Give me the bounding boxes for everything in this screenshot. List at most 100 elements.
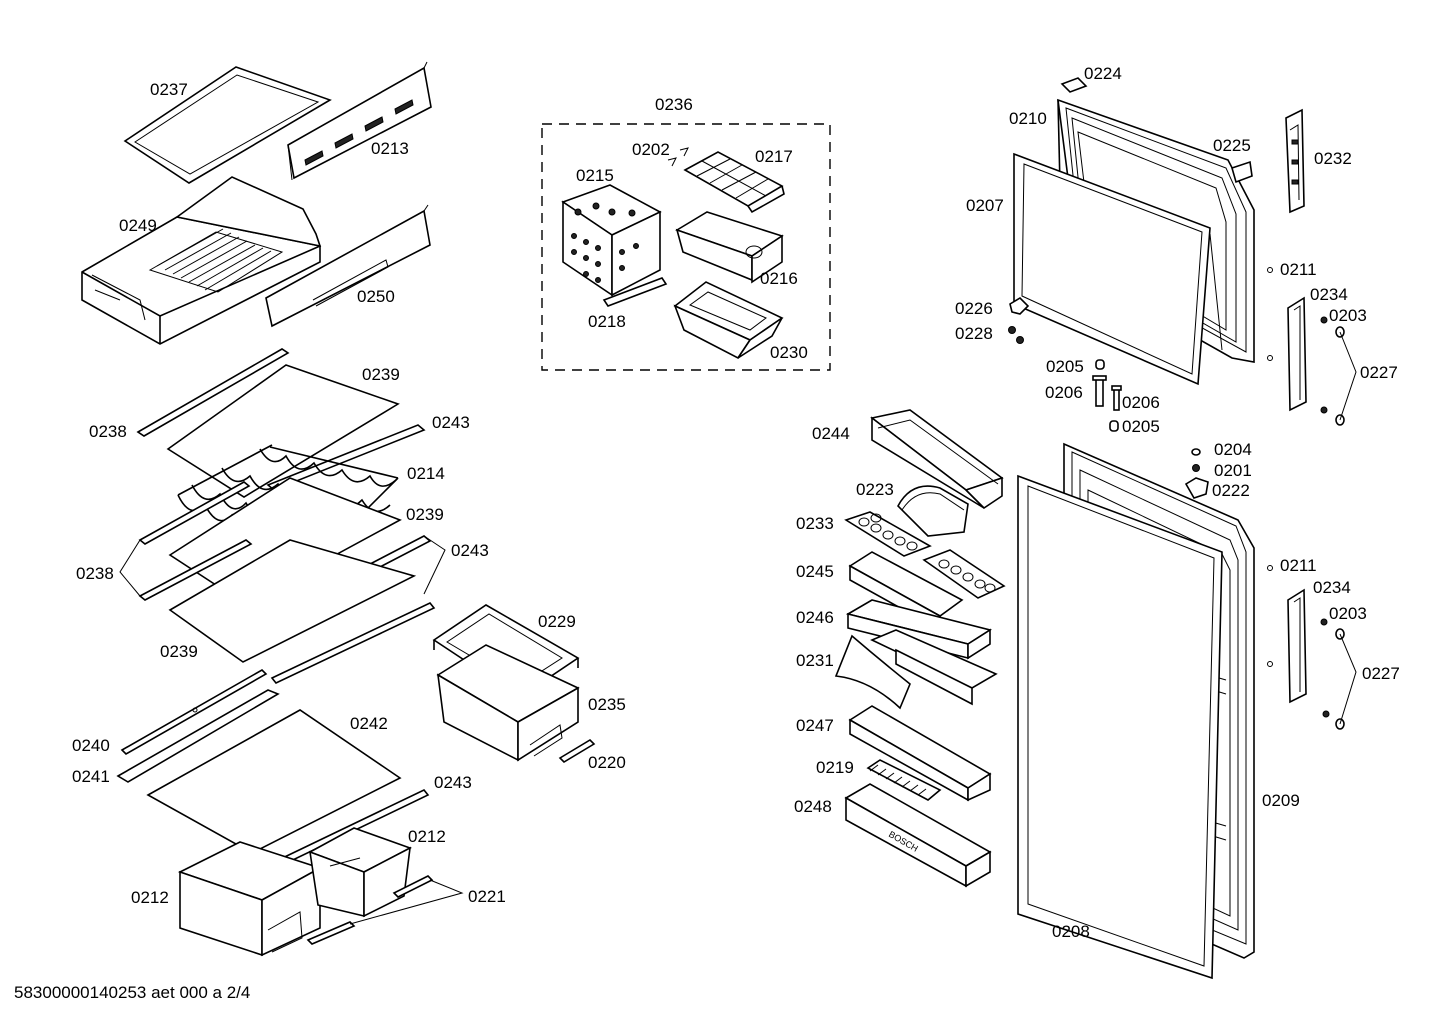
label-0213: 0213	[371, 139, 409, 158]
part-0237-shelf-frame	[123, 66, 332, 184]
label-0234-upper: 0234	[1310, 285, 1348, 304]
part-0238-shelf-trim-left	[138, 481, 253, 601]
part-0221-pins	[306, 875, 434, 945]
part-0247-door-shelf	[848, 705, 992, 802]
part-0233-egg-tray-right	[922, 549, 1006, 599]
part-0230-ice-bin	[673, 281, 784, 360]
part-0223-butter-lid	[897, 485, 969, 537]
label-0209: 0209	[1262, 791, 1300, 810]
part-0239-glass-shelf-3	[168, 539, 417, 663]
label-0244: 0244	[812, 424, 850, 443]
label-0246: 0246	[796, 608, 834, 627]
part-0228-screws	[1008, 326, 1024, 344]
label-0237: 0237	[150, 80, 188, 99]
label-0222: 0222	[1212, 481, 1250, 500]
label-0247: 0247	[796, 716, 834, 735]
label-0248: 0248	[794, 797, 832, 816]
part-0202-clip	[667, 147, 689, 167]
label-0231: 0231	[796, 651, 834, 670]
part-0208-fridge-gasket	[1017, 474, 1223, 980]
label-0243-third: 0243	[434, 773, 472, 792]
part-0212-vegetable-bin-right	[308, 827, 412, 918]
label-0219: 0219	[816, 758, 854, 777]
label-0250: 0250	[357, 287, 395, 306]
part-0204-washer	[1191, 448, 1201, 456]
label-0224: 0224	[1084, 64, 1122, 83]
label-0241: 0241	[72, 767, 110, 786]
label-0226: 0226	[955, 299, 993, 318]
label-0214: 0214	[407, 464, 445, 483]
part-0243-lower-trim	[270, 602, 436, 684]
part-0205-bushing-upper	[1095, 359, 1105, 370]
part-0203-screws-upper	[1320, 316, 1328, 414]
part-0232-hinge	[1285, 108, 1305, 214]
label-0239-middle: 0239	[406, 505, 444, 524]
label-0204: 0204	[1214, 440, 1252, 459]
label-0230: 0230	[770, 343, 808, 362]
label-0238-left: 0238	[76, 564, 114, 583]
part-0233-egg-tray-left	[844, 511, 932, 557]
label-0201: 0201	[1214, 461, 1252, 480]
label-0220: 0220	[588, 753, 626, 772]
part-0205-bushing-lower	[1109, 420, 1119, 432]
part-0234-handle-lower	[1287, 588, 1307, 704]
part-0231-bottle-shelf	[834, 629, 998, 710]
label-0228: 0228	[955, 324, 993, 343]
part-0222-hinge-block	[1184, 477, 1209, 499]
label-0205-upper: 0205	[1046, 357, 1084, 376]
part-0203-screws-lower	[1320, 618, 1330, 718]
label-0203-lower: 0203	[1329, 604, 1367, 623]
part-0236-freezer-assembly-box	[541, 123, 831, 371]
label-0202: 0202	[632, 140, 670, 159]
label-0208: 0208	[1052, 922, 1090, 941]
label-0243-first: 0243	[432, 413, 470, 432]
part-0206-hinge-pin-right	[1111, 385, 1122, 411]
part-0213-rear-panel	[287, 61, 432, 181]
label-0229: 0229	[538, 612, 576, 631]
label-0210: 0210	[1009, 109, 1047, 128]
part-0244-door-shelf	[870, 409, 1004, 510]
label-0206-right: 0206	[1122, 393, 1160, 412]
label-0212-left: 0212	[131, 888, 169, 907]
label-0236: 0236	[655, 95, 693, 114]
label-0227-upper: 0227	[1360, 363, 1398, 382]
part-0239-glass-shelf-1	[166, 364, 400, 498]
part-0212-vegetable-bin-left	[177, 841, 323, 957]
label-0242: 0242	[350, 714, 388, 733]
part-0225-cover	[1231, 160, 1253, 184]
label-0233: 0233	[796, 514, 834, 533]
part-0220-pin	[558, 738, 596, 764]
label-0245: 0245	[796, 562, 834, 581]
label-0249: 0249	[119, 216, 157, 235]
label-0211-upper: 0211	[1280, 260, 1317, 279]
part-0249-drawer	[81, 176, 322, 345]
part-0207-freezer-gasket	[1013, 152, 1211, 386]
label-0227-lower: 0227	[1362, 664, 1400, 683]
label-0240: 0240	[72, 736, 110, 755]
label-0217: 0217	[755, 147, 793, 166]
label-0221: 0221	[468, 887, 506, 906]
label-0225: 0225	[1213, 136, 1251, 155]
part-0219-grille	[866, 759, 942, 801]
label-0211-lower: 0211	[1280, 556, 1317, 575]
part-0250-rail	[265, 204, 431, 328]
part-0224-door-cap	[1060, 77, 1088, 93]
label-0238-top: 0238	[89, 422, 127, 441]
label-0212-right: 0212	[408, 827, 446, 846]
label-0215: 0215	[576, 166, 614, 185]
label-0206-left: 0206	[1045, 383, 1083, 402]
label-0205-lower: 0205	[1122, 417, 1160, 436]
label-0232: 0232	[1314, 149, 1352, 168]
label-0223: 0223	[856, 480, 894, 499]
part-0206-hinge-pin-left	[1092, 375, 1107, 407]
document-footer-code: 58300000140253 aet 000 a 2/4	[14, 983, 250, 1002]
part-0234-handle-upper	[1287, 296, 1307, 412]
part-0235-drawer-box	[436, 644, 580, 762]
part-0226-bracket	[1009, 296, 1030, 315]
part-0240-rail	[120, 669, 268, 755]
part-0241-rail	[116, 689, 280, 783]
part-0211-screw-lower	[1267, 565, 1273, 667]
label-0234-lower: 0234	[1313, 578, 1351, 597]
part-0242-glass-plate	[146, 709, 402, 854]
